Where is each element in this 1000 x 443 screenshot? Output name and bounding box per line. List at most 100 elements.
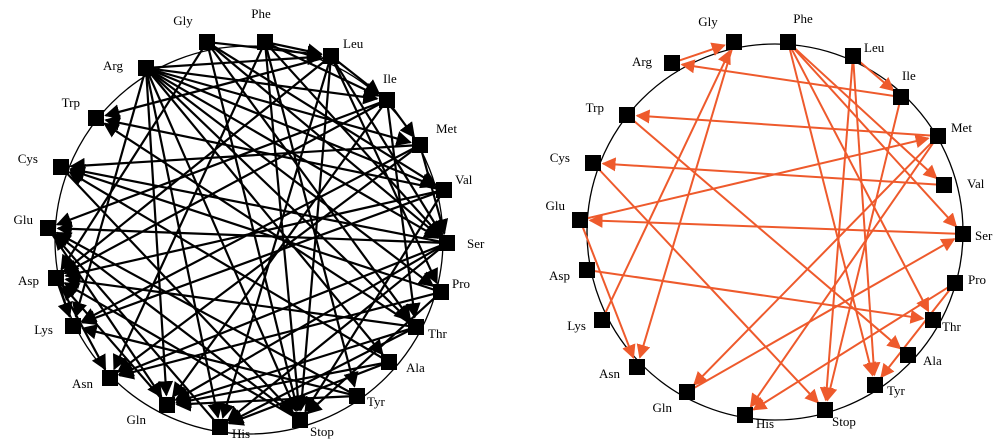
right-edge-phe-to-tyr	[788, 47, 877, 377]
right-node-label-phe: Phe	[793, 11, 813, 26]
left-node-gly	[199, 34, 215, 50]
left-edge-ala-to-gln	[175, 362, 384, 409]
left-node-label-glu: Glu	[14, 212, 34, 227]
right-edge-ile-to-stop	[823, 102, 901, 402]
left-node-ser	[439, 235, 455, 251]
right-node-ser	[955, 226, 971, 242]
right-edge-gly-to-asn	[636, 47, 734, 359]
left-node-label-ala: Ala	[406, 360, 425, 375]
left-edge-tyr-to-glu	[55, 231, 353, 395]
left-node-label-gln: Gln	[127, 412, 147, 427]
left-node-label-tyr: Tyr	[367, 394, 386, 409]
right-edge-phe-to-val	[791, 45, 938, 180]
right-node-label-asn: Asn	[599, 366, 620, 381]
left-edge-leu-to-ile	[335, 58, 381, 95]
left-edge-phe-to-leu	[270, 42, 323, 59]
left-edge-ile-to-asp	[63, 101, 383, 275]
left-edge-met-to-cys	[69, 144, 415, 174]
left-node-label-ser: Ser	[467, 236, 485, 251]
right-edge-asp-to-thr	[592, 269, 925, 324]
right-node-thr	[925, 312, 941, 328]
left-node-label-his: His	[232, 426, 250, 441]
right-edge-trp-to-ala	[630, 118, 902, 350]
left-edge-arg-to-ile	[151, 67, 379, 105]
left-node-tyr	[349, 388, 365, 404]
left-edge-val-to-asp	[64, 190, 439, 281]
left-edge-stop-to-glu	[54, 233, 296, 418]
left-edge-phe-to-ser	[268, 45, 442, 237]
left-edge-asp-to-lys	[56, 283, 73, 319]
left-edge-val-to-trp	[104, 115, 439, 190]
right-node-label-trp: Trp	[586, 100, 604, 115]
left-node-label-stop: Stop	[310, 424, 334, 439]
right-node-arg	[664, 55, 680, 71]
left-node-label-phe: Phe	[251, 6, 271, 21]
left-edge-arg-to-leu	[151, 49, 323, 69]
left-edge-cys-to-stop	[64, 170, 295, 414]
right-edge-lys-to-gly	[603, 49, 731, 316]
left-edges	[50, 41, 449, 426]
left-node-ala	[381, 354, 397, 370]
right-node-tyr	[867, 377, 883, 393]
left-edge-gly-to-thr	[209, 46, 411, 321]
left-node-asn	[102, 370, 118, 386]
right-edges	[581, 42, 958, 411]
right-node-gly	[726, 34, 742, 50]
left-edge-met-to-asn	[116, 147, 416, 373]
right-node-phe	[780, 34, 796, 50]
left-edge-pro-to-asn	[118, 292, 436, 380]
right-node-label-his: His	[756, 416, 774, 431]
right-node-glu	[572, 212, 588, 228]
right-node-label-met: Met	[951, 120, 972, 135]
left-edge-glu-to-gln	[50, 232, 163, 398]
left-node-label-gly: Gly	[173, 13, 193, 28]
left-edge-ser-to-asn	[117, 244, 442, 377]
left-edge-tyr-to-gln	[175, 395, 352, 412]
left-edge-thr-to-gln	[175, 327, 411, 406]
left-edge-arg-to-val	[151, 69, 437, 189]
left-node-stop	[292, 412, 308, 428]
left-edge-pro-to-cys	[69, 167, 436, 292]
left-edge-ile-to-glu	[55, 101, 382, 227]
left-edge-ser-to-cys	[69, 164, 442, 243]
right-node-label-glu: Glu	[546, 198, 566, 213]
left-node-label-asp: Asp	[18, 273, 39, 288]
left-edge-tyr-to-lys	[81, 324, 352, 396]
right-node-asp	[579, 262, 595, 278]
right-edge-pro-to-tyr	[880, 287, 953, 379]
right-node-label-ala: Ala	[923, 353, 942, 368]
right-node-label-cys: Cys	[550, 150, 570, 165]
right-node-label-thr: Thr	[942, 319, 961, 334]
right-node-label-pro: Pro	[968, 272, 986, 287]
left-node-label-lys: Lys	[34, 322, 53, 337]
left-node-label-leu: Leu	[343, 36, 364, 51]
left-edge-leu-to-asp	[62, 58, 328, 273]
right-node-val	[936, 177, 952, 193]
left-node-met	[412, 137, 428, 153]
right-node-label-stop: Stop	[832, 414, 856, 429]
left-node-label-val: Val	[455, 172, 473, 187]
left-node-label-met: Met	[436, 121, 457, 136]
left-node-thr	[408, 319, 424, 335]
left-node-label-trp: Trp	[62, 95, 80, 110]
left-edge-leu-to-trp	[104, 56, 326, 120]
right-node-label-ile: Ile	[902, 68, 916, 83]
left-edge-stop-to-asp	[63, 282, 296, 418]
right-node-label-ser: Ser	[975, 228, 993, 243]
left-edge-phe-to-ile	[269, 43, 380, 97]
left-node-label-thr: Thr	[428, 326, 447, 341]
left-node-his	[212, 419, 228, 435]
right-node-stop	[817, 402, 833, 418]
right-node-label-val: Val	[967, 176, 985, 191]
left-node-glu	[40, 220, 56, 236]
left-node-leu	[323, 48, 339, 64]
right-node-label-gln: Gln	[653, 400, 673, 415]
left-node-ile	[379, 92, 395, 108]
right-edge-pro-to-his	[752, 285, 951, 411]
left-edge-thr-to-trp	[103, 122, 412, 325]
left-edge-ala-to-cys	[68, 171, 385, 360]
left-node-label-pro: Pro	[452, 276, 470, 291]
left-node-lys	[65, 318, 81, 334]
